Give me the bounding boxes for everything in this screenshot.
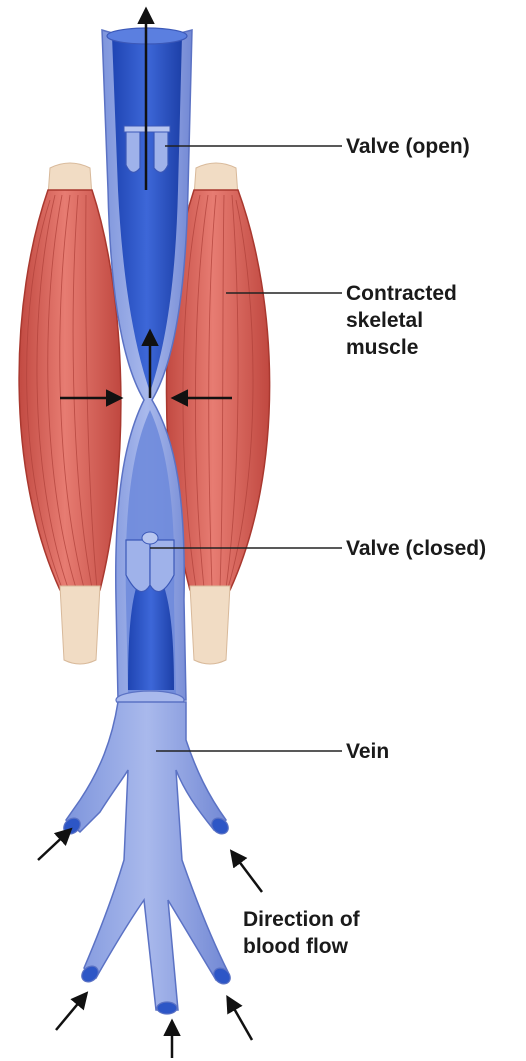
label-muscle-line2: skeletal <box>346 307 457 334</box>
inflow-arrow-1 <box>38 830 70 860</box>
label-muscle-line1: Contracted <box>346 280 457 307</box>
left-muscle-belly <box>19 190 121 590</box>
vein-branches <box>66 702 228 1010</box>
left-muscle <box>19 163 121 664</box>
label-blood-flow-direction: Direction of blood flow <box>243 906 360 960</box>
left-muscle-bottom-tendon <box>60 586 100 664</box>
label-flow-line2: blood flow <box>243 933 360 960</box>
right-muscle-bottom-tendon <box>190 586 230 664</box>
label-flow-line1: Direction of <box>243 906 360 933</box>
inflow-arrow-3 <box>56 994 86 1030</box>
inflow-arrow-5 <box>228 998 252 1040</box>
closed-valve <box>126 532 174 592</box>
label-valve-open: Valve (open) <box>346 133 470 160</box>
label-contracted-muscle: Contracted skeletal muscle <box>346 280 457 361</box>
label-valve-closed: Valve (closed) <box>346 535 486 562</box>
label-vein: Vein <box>346 738 389 765</box>
inflow-arrow-2 <box>232 852 262 892</box>
label-muscle-line3: muscle <box>346 334 457 361</box>
